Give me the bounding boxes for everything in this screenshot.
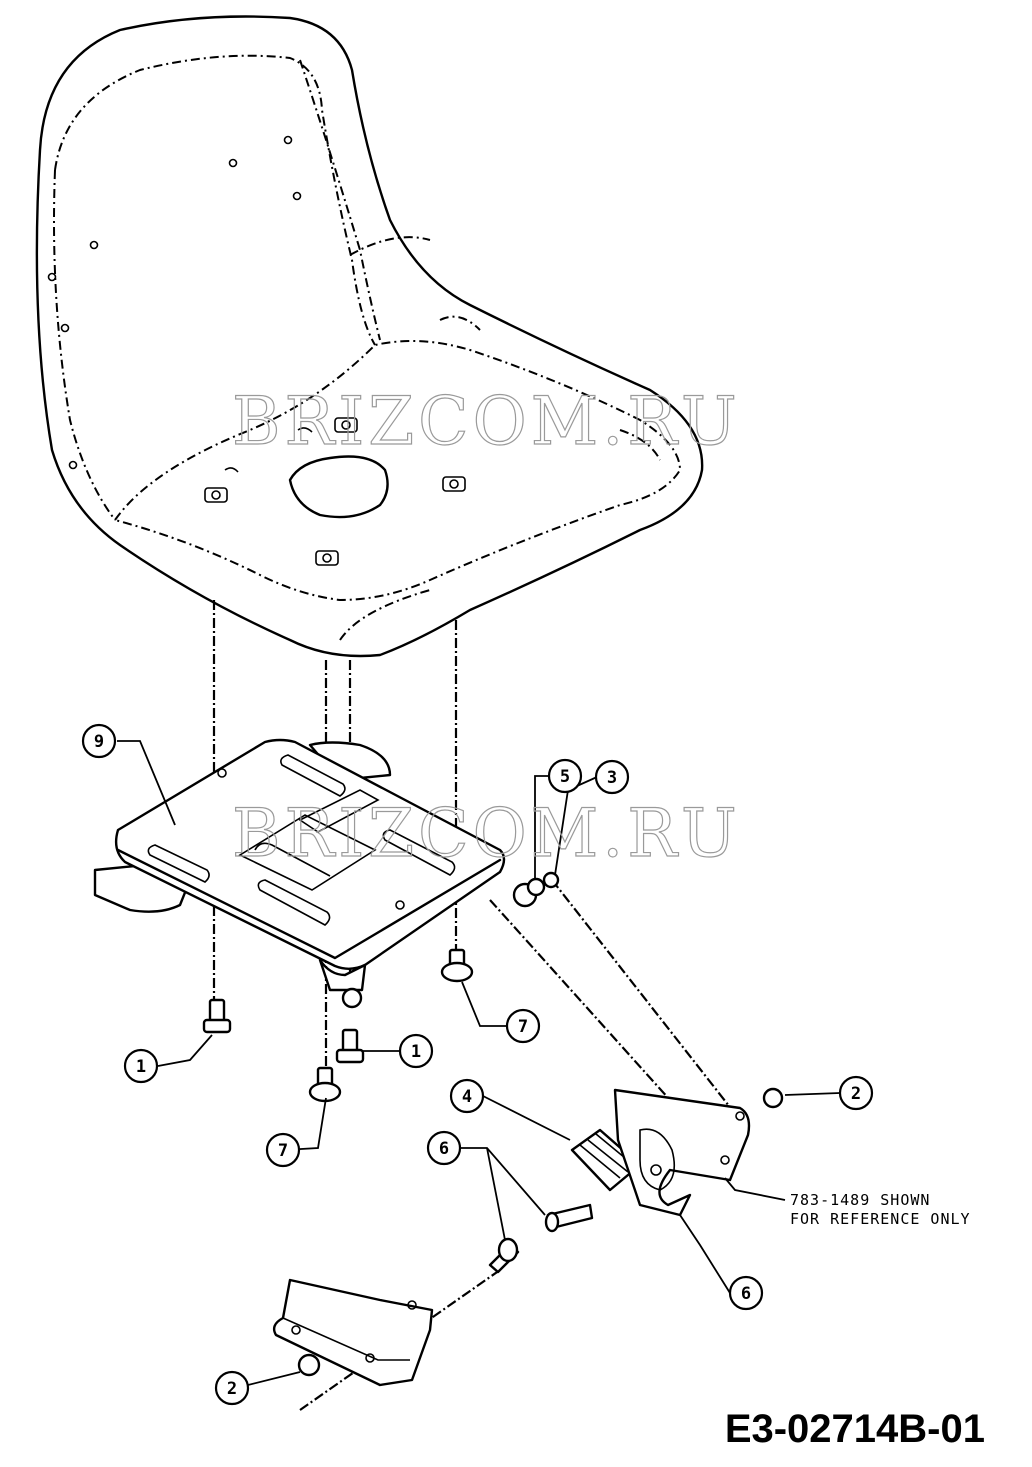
callout-7b-label: 7: [278, 1141, 288, 1161]
watermark-upper: BRIZCOM.RU: [232, 383, 741, 460]
seat-drawing: [35, 15, 704, 658]
callout-3-label: 3: [607, 768, 617, 788]
callout-7b: 7: [265, 1132, 301, 1168]
bolt-7b: [308, 1066, 342, 1103]
bolt-1b: [335, 1028, 365, 1064]
callout-3: 3: [594, 759, 630, 795]
callout-2b: 2: [214, 1370, 250, 1406]
callout-4-label: 4: [462, 1087, 472, 1107]
callout-6a: 6: [426, 1130, 462, 1166]
callout-5: 5: [547, 758, 583, 794]
nut-3: [542, 871, 560, 889]
callout-7a-label: 7: [518, 1017, 528, 1037]
bolt-6b: [488, 1237, 520, 1274]
callout-6b: 6: [728, 1275, 764, 1311]
callout-1a: 1: [123, 1048, 159, 1084]
callout-6b-label: 6: [741, 1284, 751, 1304]
seat-mounting-plate: [93, 738, 538, 1009]
callout-1b: 1: [398, 1033, 434, 1069]
seat-center-opening: [288, 455, 389, 519]
slide-bracket-reference: [613, 1088, 751, 1217]
drawing-id: E3-02714B-01: [725, 1407, 985, 1451]
callout-7a: 7: [505, 1008, 541, 1044]
bolt-6a: [544, 1203, 594, 1233]
callout-2a-label: 2: [851, 1084, 861, 1104]
callout-5-label: 5: [560, 767, 570, 787]
washer-5: [526, 877, 546, 897]
callout-1b-label: 1: [411, 1042, 421, 1062]
callout-9: 9: [81, 723, 117, 759]
callout-1a-label: 1: [136, 1057, 146, 1077]
hardware-parts: [202, 871, 784, 1387]
callout-4: 4: [449, 1078, 485, 1114]
callout-6a-label: 6: [439, 1139, 449, 1159]
nut-2b: [297, 1353, 321, 1377]
nut-2a: [762, 1087, 784, 1109]
lower-bracket: [272, 1278, 434, 1387]
bolt-1a: [202, 998, 232, 1034]
callout-9-label: 9: [94, 732, 104, 752]
callout-2b-label: 2: [227, 1379, 237, 1399]
reference-note-line1: 783-1489 SHOWN: [790, 1191, 930, 1209]
reference-note-line2: FOR REFERENCE ONLY: [790, 1210, 971, 1228]
bolt-7a: [440, 948, 474, 983]
watermark-lower: BRIZCOM.RU: [232, 795, 741, 872]
callout-2a: 2: [838, 1075, 874, 1111]
